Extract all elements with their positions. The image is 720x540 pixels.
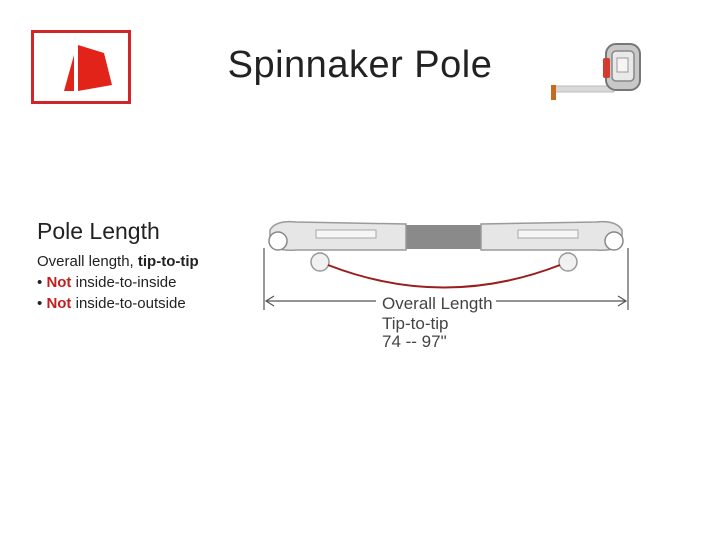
section-heading: Pole Length bbox=[37, 218, 160, 244]
description-line: Overall length, tip-to-tip bbox=[37, 251, 199, 272]
bullet-list: Overall length, tip-to-tip • Not inside-… bbox=[37, 251, 199, 314]
bullet-emphasis: Not bbox=[46, 295, 72, 312]
description-prefix: Overall length, bbox=[37, 253, 138, 270]
pole-illustration bbox=[263, 220, 629, 310]
bullet-char: • bbox=[37, 295, 43, 312]
page-title: Spinnaker Pole bbox=[227, 44, 493, 86]
pole-diagram: Overall Length Tip-to-tip 74 -- 97" bbox=[256, 210, 636, 365]
bullet-item: • Not inside-to-inside bbox=[37, 272, 199, 293]
dimension-sublabel: Tip-to-tip bbox=[382, 314, 449, 333]
sail-logo-icon bbox=[31, 30, 131, 104]
tape-measure-icon bbox=[548, 36, 644, 111]
dimension-label: Overall Length bbox=[382, 294, 493, 313]
bullet-text: inside-to-inside bbox=[71, 274, 177, 291]
bullet-text: inside-to-outside bbox=[71, 295, 186, 312]
bullet-emphasis: Not bbox=[46, 274, 72, 291]
description-bold: tip-to-tip bbox=[137, 253, 199, 270]
dimension-range: 74 -- 97" bbox=[382, 332, 447, 351]
bullet-char: • bbox=[37, 274, 43, 291]
bullet-item: • Not inside-to-outside bbox=[37, 293, 199, 314]
